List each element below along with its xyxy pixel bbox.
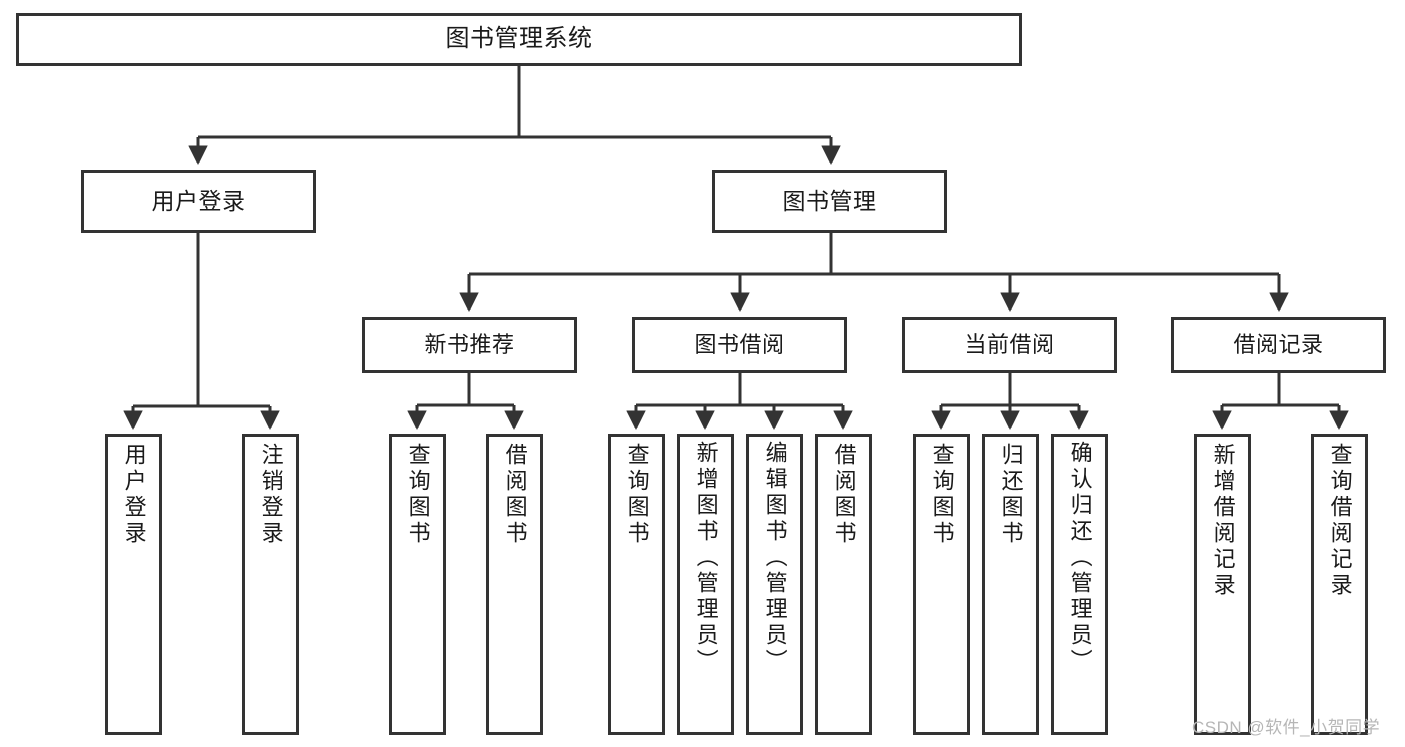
leaf-current-confirm-return[interactable]: 确认归还（管理员） [1051, 434, 1108, 735]
node-new-book-recommend-label: 新书推荐 [424, 332, 515, 358]
leaf-record-add-record[interactable]: 新增借阅记录 [1194, 434, 1251, 735]
leaf-recommend-query-book[interactable]: 查询图书 [389, 434, 446, 735]
node-root-label: 图书管理系统 [445, 25, 593, 53]
leaf-borrow-add-book[interactable]: 新增图书（管理员） [677, 434, 734, 735]
leaf-recommend-query-book-label: 查询图书 [405, 443, 431, 547]
leaf-borrow-borrow-book-label: 借阅图书 [831, 443, 857, 547]
node-new-book-recommend[interactable]: 新书推荐 [362, 317, 577, 373]
leaf-current-query-book-label: 查询图书 [929, 443, 955, 547]
node-book-borrow-label: 图书借阅 [694, 332, 785, 358]
leaf-current-query-book[interactable]: 查询图书 [913, 434, 970, 735]
leaf-current-return-book-label: 归还图书 [998, 443, 1024, 547]
node-book-management-label: 图书管理 [782, 187, 877, 214]
node-book-borrow[interactable]: 图书借阅 [632, 317, 847, 373]
node-borrow-record[interactable]: 借阅记录 [1171, 317, 1386, 373]
node-borrow-record-label: 借阅记录 [1233, 332, 1324, 358]
leaf-user-login-signin-label: 用户登录 [121, 443, 147, 547]
leaf-current-confirm-return-label: 确认归还（管理员） [1067, 441, 1093, 675]
leaf-borrow-edit-book-label: 编辑图书（管理员） [762, 441, 788, 675]
node-root[interactable]: 图书管理系统 [16, 13, 1022, 66]
leaf-recommend-borrow-book[interactable]: 借阅图书 [486, 434, 543, 735]
watermark: CSDN @软件_小贺同学 [1192, 713, 1380, 738]
node-book-management[interactable]: 图书管理 [712, 170, 947, 233]
leaf-recommend-borrow-book-label: 借阅图书 [502, 443, 528, 547]
leaf-borrow-query-book-label: 查询图书 [624, 443, 650, 547]
leaf-record-add-record-label: 新增借阅记录 [1210, 443, 1236, 599]
leaf-borrow-edit-book[interactable]: 编辑图书（管理员） [746, 434, 803, 735]
leaf-user-login-signout-label: 注销登录 [258, 443, 284, 547]
leaf-borrow-query-book[interactable]: 查询图书 [608, 434, 665, 735]
leaf-user-login-signin[interactable]: 用户登录 [105, 434, 162, 735]
node-current-borrow[interactable]: 当前借阅 [902, 317, 1117, 373]
leaf-record-query-record-label: 查询借阅记录 [1327, 443, 1353, 599]
leaf-user-login-signout[interactable]: 注销登录 [242, 434, 299, 735]
leaf-borrow-borrow-book[interactable]: 借阅图书 [815, 434, 872, 735]
leaf-record-query-record[interactable]: 查询借阅记录 [1311, 434, 1368, 735]
leaf-borrow-add-book-label: 新增图书（管理员） [693, 441, 719, 675]
node-user-login[interactable]: 用户登录 [81, 170, 316, 233]
node-current-borrow-label: 当前借阅 [964, 332, 1055, 358]
watermark-text: CSDN @软件_小贺同学 [1192, 718, 1381, 737]
leaf-current-return-book[interactable]: 归还图书 [982, 434, 1039, 735]
node-user-login-label: 用户登录 [151, 187, 246, 214]
